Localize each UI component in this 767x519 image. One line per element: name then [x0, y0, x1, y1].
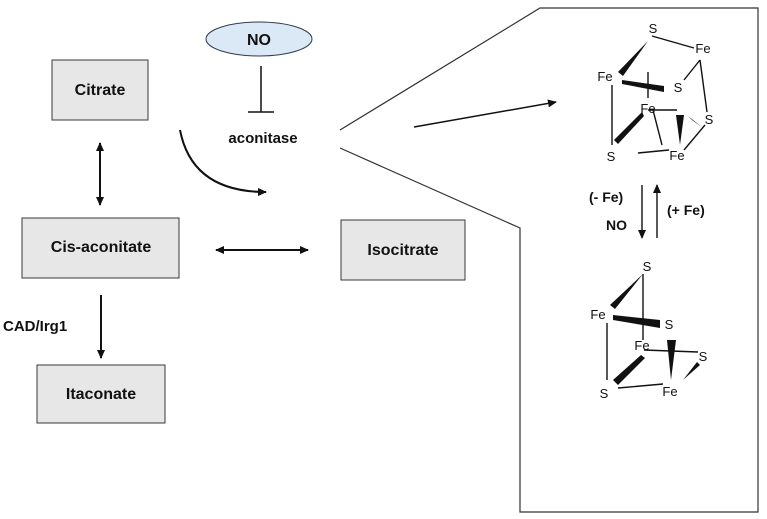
zoom-callout-panel [339, 7, 759, 513]
atom-label: S [607, 149, 616, 164]
fe4s4-cluster [611, 35, 708, 154]
cis-aconitate-node: Cis-aconitate [21, 217, 180, 279]
atom-label: Fe [597, 69, 612, 84]
no-label: NO [247, 32, 271, 49]
no-conversion-label: NO [606, 217, 627, 233]
zoom-pointer-arrow [413, 99, 557, 128]
cad-irg1-label: CAD/Irg1 [3, 318, 67, 335]
atom-label: S [705, 112, 714, 127]
isocitrate-node: Isocitrate [340, 219, 466, 281]
cis-aconitate-label: Cis-aconitate [51, 239, 152, 256]
atom-label: Fe [695, 41, 710, 56]
atom-label: S [699, 349, 708, 364]
atom-label: S [665, 317, 674, 332]
no-inhibitor-node: NO [205, 21, 313, 57]
atom-label: S [643, 259, 652, 274]
atom-label: Fe [634, 338, 649, 353]
aconitase-label: aconitase [228, 130, 297, 147]
plus-fe-label: (+ Fe) [667, 202, 705, 218]
fe4s4-atom-labels: S Fe Fe S Fe S S Fe [597, 21, 713, 164]
fe3s4-cluster [606, 274, 700, 389]
atom-label: Fe [590, 307, 605, 322]
itaconate-node: Itaconate [36, 364, 166, 424]
atom-label: S [674, 80, 683, 95]
fe3s4-atom-labels: S Fe S Fe S S Fe [590, 259, 707, 401]
atom-label: S [600, 386, 609, 401]
atom-label: Fe [640, 101, 655, 116]
cluster-conversion: (- Fe) NO (+ Fe) [589, 184, 705, 239]
citrate-node: Citrate [51, 59, 149, 121]
inhibition-connector [248, 66, 274, 113]
aconitase-curved-arrow [179, 129, 267, 196]
atom-label: S [649, 21, 658, 36]
isocitrate-label: Isocitrate [367, 242, 438, 259]
atom-label: Fe [662, 384, 677, 399]
itaconate-label: Itaconate [66, 386, 136, 403]
atom-label: Fe [669, 148, 684, 163]
minus-fe-label: (- Fe) [589, 189, 623, 205]
citrate-label: Citrate [75, 82, 126, 99]
